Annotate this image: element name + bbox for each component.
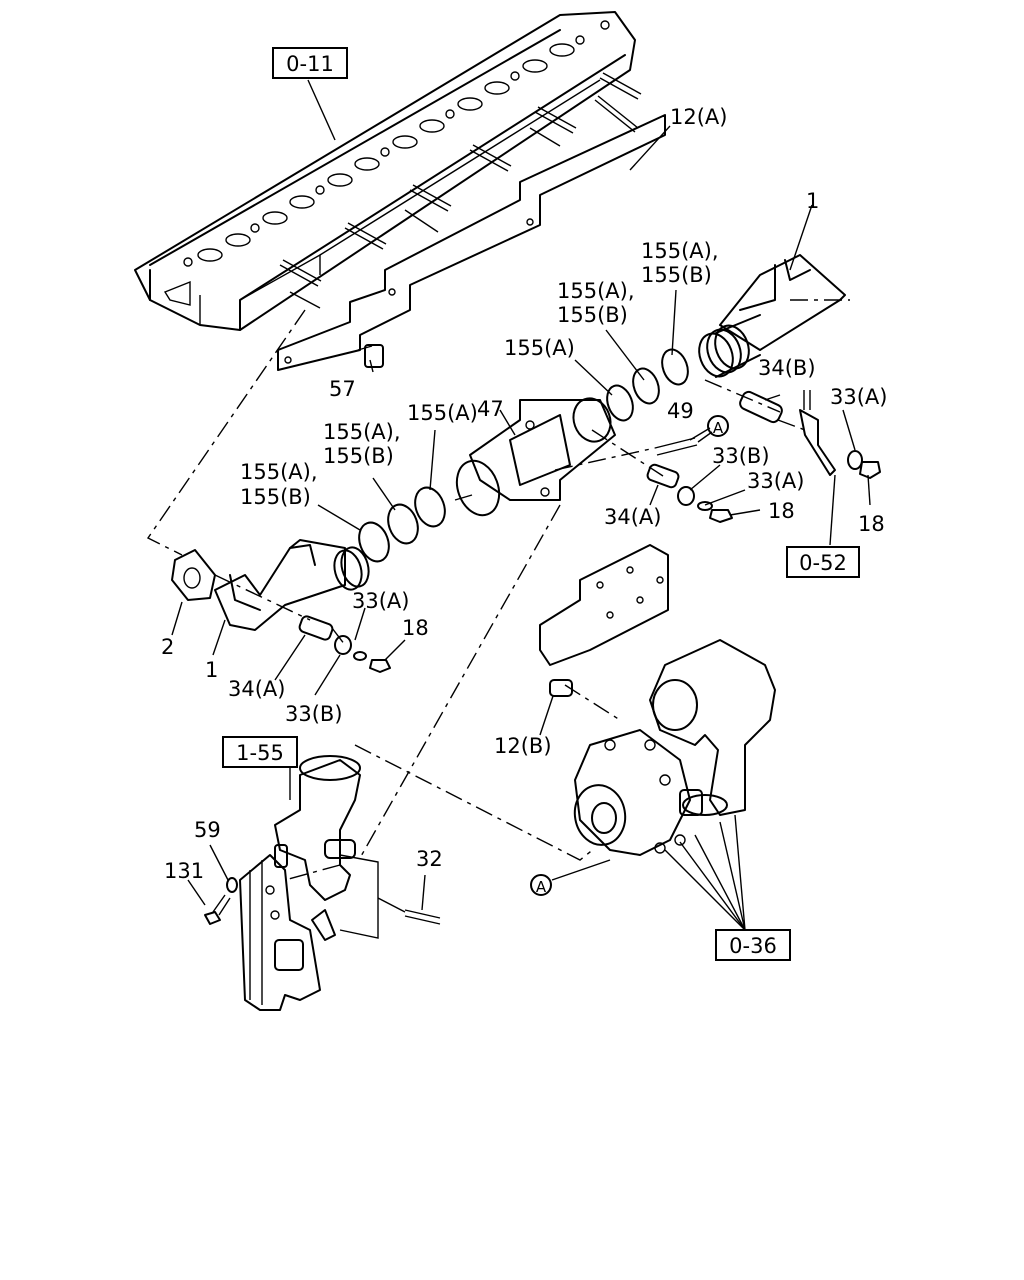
- callout-34a-left: 34(A): [228, 677, 285, 701]
- circle-marker-a-top: A: [707, 415, 729, 437]
- callout-18-right: 18: [858, 512, 885, 536]
- callout-labels: 12(A) 1 155(A), 155(B) 155(A), 155(B) 15…: [161, 105, 887, 883]
- ref-box-0-11: 0-11: [272, 47, 348, 79]
- callout-18-left: 18: [402, 616, 429, 640]
- callout-155ab-3b: 155(B): [323, 444, 394, 468]
- circle-a-bottom-text: A: [536, 878, 547, 896]
- callout-49: 49: [667, 399, 694, 423]
- leader-lines: [171, 79, 871, 939]
- callout-155ab-3a: 155(A),: [323, 420, 401, 444]
- callout-18-mid: 18: [768, 499, 795, 523]
- egr-bracket-assembly: [239, 755, 361, 1011]
- callout-32: 32: [416, 847, 443, 871]
- ref-0-11-text: 0-11: [286, 52, 334, 76]
- stud-32: [404, 909, 441, 925]
- cylinder-head: [134, 11, 642, 331]
- ref-0-36-text: 0-36: [729, 934, 777, 958]
- stud-49: [654, 437, 698, 456]
- ref-box-0-36: 0-36: [715, 929, 791, 961]
- callout-33b-mid: 33(B): [712, 444, 770, 468]
- callout-155a-1: 155(A): [504, 336, 575, 360]
- ref-1-55-text: 1-55: [236, 741, 284, 765]
- spacer-34a-left: [298, 615, 334, 641]
- callout-59: 59: [194, 818, 221, 842]
- callout-155a-2: 155(A): [407, 401, 478, 425]
- callout-1-left: 1: [205, 658, 218, 682]
- callout-34a-mid: 34(A): [604, 505, 661, 529]
- exhaust-pipe-rear: [214, 539, 370, 631]
- callout-33a-right: 33(A): [830, 385, 887, 409]
- gasket-rings-right: [606, 348, 689, 422]
- circle-a-top-text: A: [713, 419, 724, 437]
- callout-12b: 12(B): [494, 734, 552, 758]
- ref-0-52-text: 0-52: [799, 551, 847, 575]
- callout-155ab-4a: 155(A),: [240, 460, 318, 484]
- spacer-34a-center: [646, 463, 680, 489]
- callout-12a: 12(A): [670, 105, 727, 129]
- heat-shield-12a: [277, 114, 666, 371]
- callout-2: 2: [161, 635, 174, 659]
- callout-155ab-2a: 155(A),: [557, 279, 635, 303]
- bolt-57: [357, 344, 384, 368]
- bolt-131: [204, 894, 231, 925]
- flange-gasket-2: [171, 549, 216, 601]
- callout-34b: 34(B): [758, 356, 816, 380]
- assembly-dash-lines: [146, 299, 850, 881]
- center-exhaust-joint-47: [455, 397, 616, 517]
- callout-155ab-1b: 155(B): [641, 263, 712, 287]
- callout-57: 57: [329, 377, 356, 401]
- bracket-right: [799, 390, 881, 479]
- spacer-34b: [739, 390, 783, 424]
- callout-155ab-1a: 155(A),: [641, 239, 719, 263]
- callout-131: 131: [164, 859, 204, 883]
- ref-box-0-52: 0-52: [786, 546, 860, 578]
- washer-33b-center: [677, 486, 733, 523]
- ref-box-1-55: 1-55: [222, 736, 298, 768]
- washer-33b-left: [334, 635, 391, 673]
- callout-155ab-2b: 155(B): [557, 303, 628, 327]
- callout-33b-left: 33(B): [285, 702, 343, 726]
- callout-33a-left: 33(A): [352, 589, 409, 613]
- callout-47: 47: [477, 397, 504, 421]
- callout-155ab-4b: 155(B): [240, 485, 311, 509]
- turbocharger: [573, 639, 776, 856]
- circle-marker-a-bottom: A: [530, 874, 552, 896]
- callout-33a-mid: 33(A): [747, 469, 804, 493]
- turbo-heat-shield-12b: [539, 544, 669, 697]
- washer-59: [226, 877, 238, 893]
- callout-1-top: 1: [806, 189, 819, 213]
- gasket-rings-center: [358, 486, 446, 563]
